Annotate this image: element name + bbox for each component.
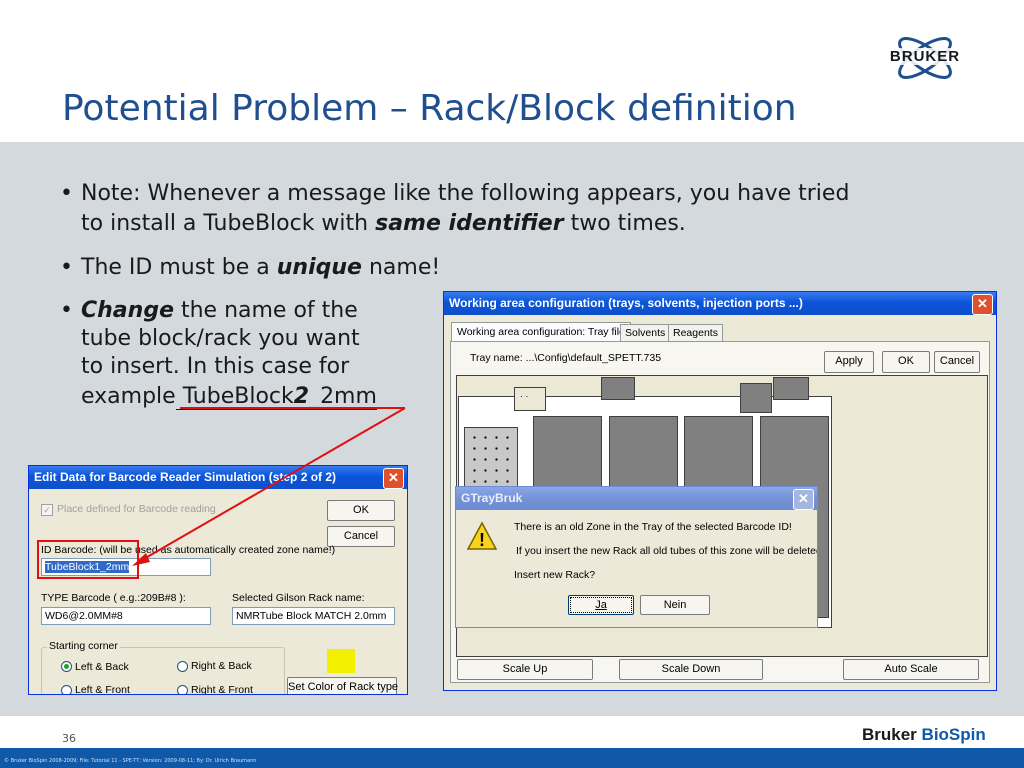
radio-left-front[interactable]	[61, 685, 72, 694]
gtraybruk-dialog-title: GTrayBruk	[456, 487, 817, 510]
checkbox-label: Place defined for Barcode reading	[57, 503, 216, 515]
message-line-3: Insert new Rack?	[514, 569, 596, 581]
copyright-text: © Bruker BioSpin 2008-2009; File: Tutori…	[4, 758, 257, 764]
radio-right-back[interactable]	[177, 661, 188, 672]
id-barcode-value: TubeBlock1_2mm	[45, 561, 130, 573]
ok-button[interactable]: OK	[882, 351, 930, 373]
emphasis-text: same identifier	[375, 211, 564, 236]
warning-icon: !	[466, 521, 498, 550]
bullet-dot: •	[60, 255, 73, 280]
brand-division: BioSpin	[921, 725, 986, 744]
emphasis-text: Change	[81, 298, 174, 323]
port-3[interactable]	[740, 383, 772, 413]
barcode-dialog-title: Edit Data for Barcode Reader Simulation …	[29, 466, 407, 489]
set-color-button[interactable]: Set Color of Rack type	[287, 677, 398, 694]
gilson-label: Selected Gilson Rack name:	[232, 592, 365, 604]
id-highlight-box	[37, 540, 139, 579]
bullet-text: name!	[361, 255, 441, 280]
right-front-label: Right & Front	[191, 684, 253, 695]
checkbox[interactable]: ✓	[41, 504, 53, 516]
close-button[interactable]: ✕	[793, 489, 814, 510]
cancel-button[interactable]: Cancel	[934, 351, 980, 373]
bullet-text: to insert. In this case for	[81, 354, 350, 379]
bullet-text: Note: Whenever a message like the follow…	[81, 181, 850, 206]
auto-scale-button[interactable]: Auto Scale	[843, 659, 979, 680]
apply-button[interactable]: Apply	[824, 351, 874, 373]
port-4[interactable]	[773, 377, 809, 400]
type-barcode-label: TYPE Barcode ( e.g.:209B#8 ):	[41, 592, 186, 604]
radio-dot-icon	[64, 664, 69, 669]
ja-button[interactable]: Ja	[568, 595, 634, 615]
port-1[interactable]: · ·	[514, 387, 546, 411]
bullet-text: the name of the	[173, 298, 358, 323]
footer-brand: Bruker BioSpin	[862, 725, 986, 745]
logo-text: BRUKER	[874, 48, 976, 65]
rack-color-swatch	[327, 649, 355, 673]
port-2[interactable]	[601, 377, 635, 400]
bullet-list: • Note: Whenever a message like the foll…	[60, 180, 960, 420]
message-line-1: There is an old Zone in the Tray of the …	[514, 521, 792, 533]
svg-text:!: !	[479, 530, 485, 550]
page-number: 36	[62, 732, 76, 745]
bullet-text: tube block/rack you want	[81, 326, 360, 351]
barcode-dialog: Edit Data for Barcode Reader Simulation …	[28, 465, 408, 695]
bullet-text: example	[81, 384, 176, 409]
footer-bar	[0, 748, 1024, 768]
bullet-text: to install a TubeBlock with	[81, 211, 376, 236]
tab-solvents-label: Solvents	[625, 327, 666, 339]
type-barcode-input[interactable]: WD6@2.0MM#8	[41, 607, 211, 625]
radio-right-front[interactable]	[177, 685, 188, 694]
bullet-text: The ID must be a	[81, 255, 277, 280]
ok-button[interactable]: OK	[327, 500, 395, 521]
right-back-label: Right & Back	[191, 660, 252, 672]
tab-tray-file[interactable]: Working area configuration: Tray file	[451, 322, 631, 342]
gilson-input[interactable]: NMRTube Block MATCH 2.0mm	[232, 607, 395, 625]
gtraybruk-dialog: GTrayBruk ✕ ! There is an old Zone in th…	[455, 486, 818, 628]
scale-up-button[interactable]: Scale Up	[457, 659, 593, 680]
port-dots-icon: · ·	[520, 391, 529, 401]
scale-down-button[interactable]: Scale Down	[619, 659, 763, 680]
tab-tray-file-label: Working area configuration: Tray file	[457, 326, 625, 338]
starting-corner-group	[41, 647, 285, 694]
tray-name-label: Tray name: ...\Config\default_SPETT.735	[470, 352, 662, 364]
emphasis-text: unique	[276, 255, 362, 280]
bullet-dot: •	[60, 181, 73, 206]
tab-solvents[interactable]: Solvents	[620, 324, 671, 342]
left-back-label: Left & Back	[75, 661, 129, 673]
tab-reagents-label: Reagents	[673, 327, 718, 339]
starting-corner-legend: Starting corner	[47, 640, 120, 652]
close-button[interactable]: ✕	[972, 294, 993, 315]
working-area-dialog-title: Working area configuration (trays, solve…	[444, 292, 996, 315]
bruker-logo: BRUKER	[870, 28, 980, 88]
bullet-text: two times.	[563, 211, 686, 236]
underlined-text: TubeBlock2_2mm	[175, 384, 377, 410]
left-front-label: Left & Front	[75, 684, 130, 695]
cancel-button[interactable]: Cancel	[327, 526, 395, 547]
close-button[interactable]: ✕	[383, 468, 404, 489]
tab-reagents[interactable]: Reagents	[668, 324, 723, 342]
message-line-2: If you insert the new Rack all old tubes…	[516, 545, 818, 557]
nein-button-label: Nein	[663, 599, 687, 611]
warning-icon: !	[466, 521, 498, 551]
brand-name: Bruker	[862, 725, 917, 744]
id-barcode-input[interactable]: TubeBlock1_2mm	[41, 558, 211, 576]
bullet-dot: •	[60, 298, 73, 323]
page-title: Potential Problem – Rack/Block definitio…	[62, 88, 797, 129]
nein-button[interactable]: Nein	[640, 595, 710, 615]
radio-left-back[interactable]	[61, 661, 72, 672]
ja-button-label: Ja	[595, 599, 607, 611]
